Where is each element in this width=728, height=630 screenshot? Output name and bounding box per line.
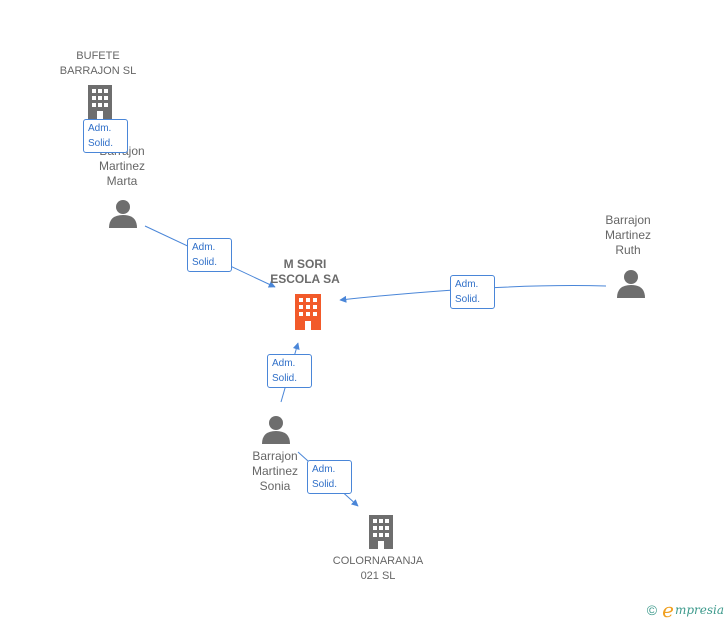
building-icon[interactable] xyxy=(366,515,396,549)
brand-logo: © e mpresia xyxy=(647,600,724,620)
edge-label-line: Adm. xyxy=(88,123,112,134)
edge-label-line: Solid. xyxy=(272,373,298,384)
brand-mark: e xyxy=(662,598,674,622)
node-label-sonia: Barrajon Martinez Sonia xyxy=(251,449,298,493)
edge-label-line: Solid. xyxy=(312,479,338,490)
person-icon[interactable] xyxy=(616,268,646,298)
edge-label-bufete-marta[interactable]: Adm. Solid. xyxy=(83,119,128,153)
node-label-ruth: Barrajon Martinez Ruth xyxy=(604,213,651,257)
edge-label-line: Adm. xyxy=(312,464,336,475)
copyright-symbol: © xyxy=(646,602,658,618)
edge-label-ruth-msori[interactable]: Adm. Solid. xyxy=(450,275,495,309)
node-label-msori: M SORI ESCOLA SA xyxy=(270,257,340,286)
edge-label-line: Solid. xyxy=(192,257,218,268)
node-label-bufete: BUFETE BARRAJON SL xyxy=(59,50,137,77)
edge-label-line: Adm. xyxy=(455,279,479,290)
edge-label-line: Solid. xyxy=(88,138,114,149)
edge-label-marta-msori[interactable]: Adm. Solid. xyxy=(187,238,232,272)
person-icon[interactable] xyxy=(261,414,291,444)
brand-wordmark: mpresia xyxy=(674,603,724,617)
edge-label-line: Solid. xyxy=(455,294,481,305)
building-icon[interactable] xyxy=(292,294,324,330)
edge-label-sonia-msori[interactable]: Adm. Solid. xyxy=(267,354,312,388)
edge-label-sonia-colornaranja[interactable]: Adm. Solid. xyxy=(307,460,352,494)
building-icon[interactable] xyxy=(86,85,114,119)
person-icon[interactable] xyxy=(108,198,138,228)
node-label-colornaranja: COLORNARANJA 021 SL xyxy=(332,555,424,582)
edge-label-line: Adm. xyxy=(272,358,296,369)
edge-label-line: Adm. xyxy=(192,242,216,253)
